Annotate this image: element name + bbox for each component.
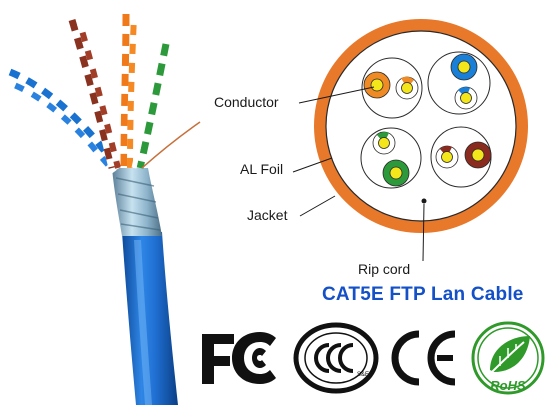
ce-logo-icon	[391, 330, 456, 386]
ccc-logo-icon: S&E	[293, 322, 379, 394]
ccc-mark-text: S&E	[357, 372, 369, 378]
conductor-label: Conductor	[214, 94, 279, 110]
rip-cord-label: Rip cord	[358, 261, 411, 277]
product-title: CAT5E FTP Lan Cable	[322, 284, 524, 305]
rohs-mark-text: RoHS	[490, 378, 526, 393]
rohs-leaf-icon: RoHS	[471, 321, 545, 395]
fcc-logo-icon	[202, 332, 276, 384]
jacket-label: Jacket	[247, 207, 288, 223]
al-foil-label: AL Foil	[240, 161, 284, 177]
